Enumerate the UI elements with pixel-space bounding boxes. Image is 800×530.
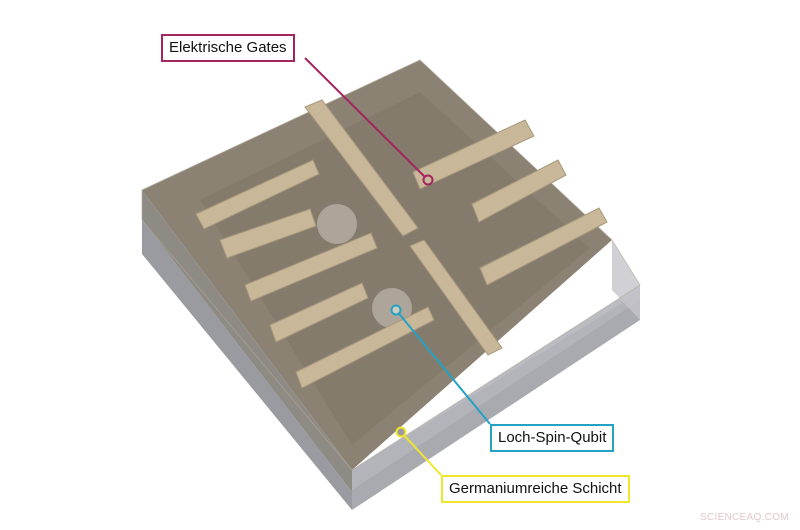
- gate-right-3: [479, 207, 608, 286]
- label-electric-gates: Elektrische Gates: [161, 34, 295, 62]
- callout-dot-layer: [395, 426, 407, 438]
- electric-gates: [195, 99, 608, 389]
- gate-left-2: [219, 208, 317, 259]
- gate-left-4: [269, 282, 369, 343]
- gate-left-1: [195, 159, 320, 230]
- callout-dot-qubit: [390, 304, 402, 316]
- gate-right-1: [412, 119, 535, 190]
- watermark: SCIENCEAQ.COM: [700, 512, 789, 523]
- gate-left-5: [295, 306, 435, 389]
- label-germanium-layer: Germaniumreiche Schicht: [441, 475, 630, 503]
- block-side-left-upper: [142, 190, 352, 492]
- label-hole-spin-qubit: Loch-Spin-Qubit: [490, 424, 615, 452]
- callout-line-gates: [304, 57, 429, 181]
- callout-line-layer: [400, 431, 442, 476]
- gate-right-2: [471, 159, 567, 223]
- callouts: [304, 57, 491, 476]
- gate-center-lower: [409, 239, 503, 356]
- qubit-spot-1: [317, 204, 357, 244]
- block-side-left: [142, 220, 352, 510]
- callout-line-qubit: [395, 309, 491, 425]
- gate-left-3: [244, 232, 378, 302]
- gate-center-upper: [304, 99, 419, 237]
- callout-dot-gates: [422, 174, 434, 186]
